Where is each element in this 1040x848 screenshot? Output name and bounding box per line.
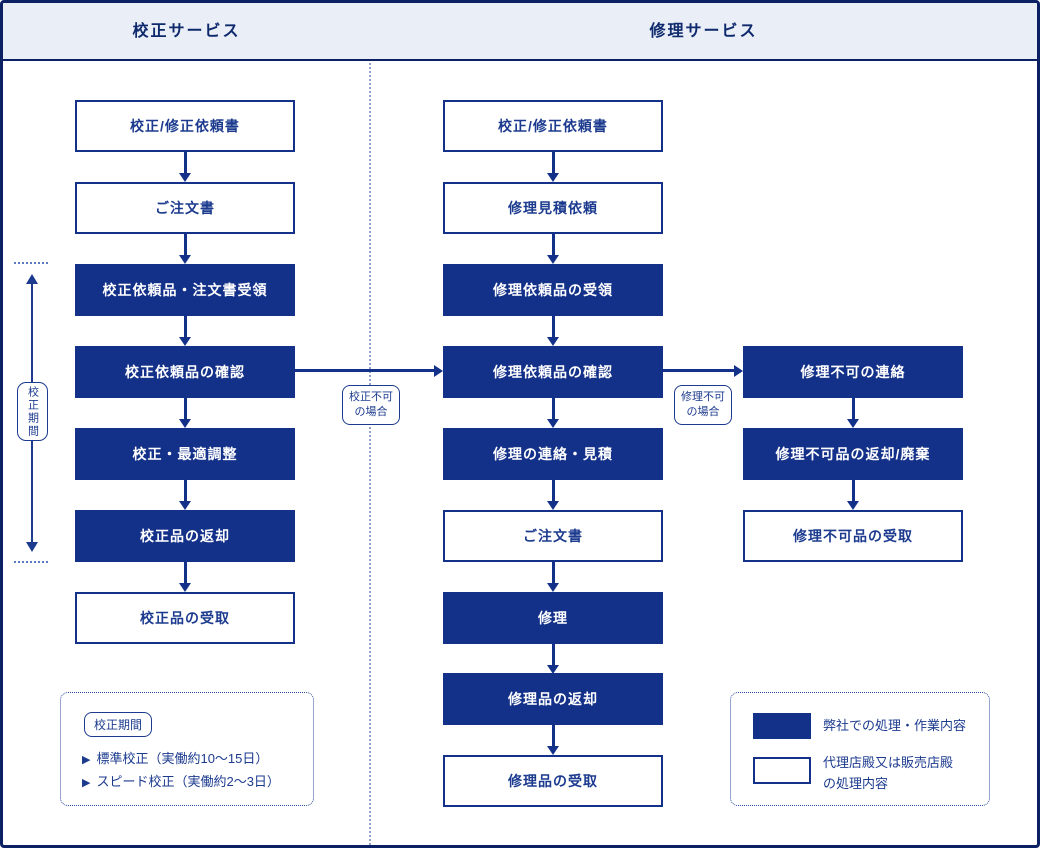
box-repair-item-check: 修理依頼品の確認 (443, 346, 663, 398)
box-repaired-item-pickup: 修理品の受取 (443, 755, 663, 807)
legend-outline-label-line: 代理店殿又は販売店殿 (823, 755, 954, 770)
box-repair-impossible-pickup: 修理不可品の受取 (743, 510, 963, 562)
triangle-bullet-icon: ▶ (82, 754, 91, 766)
arrow-down-icon (179, 316, 191, 346)
calibration-period-options: ▶ 標準校正（実働約10〜15日） ▶ スピード校正（実働約2〜3日） (82, 748, 280, 794)
arrow-down-icon (547, 316, 559, 346)
arrow-down-icon (179, 234, 191, 264)
arrow-down-icon (547, 398, 559, 428)
arrow-down-icon (179, 480, 191, 510)
arrow-down-icon (847, 480, 859, 510)
arrow-down-icon (179, 398, 191, 428)
condition-label-line: の場合 (686, 405, 720, 418)
box-calibrated-item-pickup: 校正品の受取 (75, 592, 295, 644)
box-calibration-order-form: ご注文書 (75, 182, 295, 234)
box-repaired-item-return: 修理品の返却 (443, 673, 663, 725)
box-calibration-request-form: 校正/修正依頼書 (75, 100, 295, 152)
box-repair-impossible-notice: 修理不可の連絡 (743, 346, 963, 398)
box-calibration-item-check: 校正依頼品の確認 (75, 346, 295, 398)
box-repair-impossible-return-disposal: 修理不可品の返却/廃棄 (743, 428, 963, 480)
condition-label-line: 校正不可 (349, 391, 393, 403)
calibration-period-info-panel: 校正期間 ▶ 標準校正（実働約10〜15日） ▶ スピード校正（実働約2〜3日） (60, 692, 314, 806)
arrow-down-icon (547, 234, 559, 264)
condition-label-line: 修理不可 (681, 391, 725, 403)
arrow-down-icon (847, 398, 859, 428)
condition-label-line: の場合 (354, 405, 388, 418)
legend-outline-label: 代理店殿又は販売店殿 の処理内容 (823, 752, 953, 794)
box-calibrated-item-return: 校正品の返却 (75, 510, 295, 562)
legend-outline-label-line: の処理内容 (823, 776, 889, 791)
arrow-down-icon (179, 562, 191, 592)
box-repair-item-receipt: 修理依頼品の受領 (443, 264, 663, 316)
period-start-dotted-line (14, 262, 48, 264)
speed-calibration-text: スピード校正（実働約2〜3日） (96, 774, 280, 789)
triangle-bullet-icon: ▶ (82, 777, 91, 789)
speed-calibration-item: ▶ スピード校正（実働約2〜3日） (82, 771, 280, 794)
box-repair: 修理 (443, 592, 663, 644)
standard-calibration-text: 標準校正（実働約10〜15日） (96, 751, 269, 766)
box-repair-contact-estimate: 修理の連絡・見積 (443, 428, 663, 480)
legend-filled-swatch (753, 713, 811, 739)
arrow-down-icon (547, 725, 559, 755)
legend-panel: 弊社での処理・作業内容 代理店殿又は販売店殿 の処理内容 (730, 692, 990, 806)
period-end-dotted-line (14, 561, 48, 563)
calibration-period-chip: 校正期間 (84, 712, 153, 737)
arrow-down-icon (547, 644, 559, 674)
arrow-down-icon (26, 542, 38, 552)
arrow-down-icon (547, 562, 559, 592)
legend-filled-label: 弊社での処理・作業内容 (823, 718, 967, 733)
box-repair-estimate-request: 修理見積依頼 (443, 182, 663, 234)
calibration-period-vertical-label: 校正期間 (17, 382, 48, 441)
arrow-right-icon (663, 364, 743, 377)
standard-calibration-item: ▶ 標準校正（実働約10〜15日） (82, 748, 280, 771)
calibration-service-title: 校正サービス (132, 23, 241, 40)
diagram-header: 校正サービス 修理サービス (3, 3, 1037, 61)
box-calibration-adjustment: 校正・最適調整 (75, 428, 295, 480)
box-calibration-item-order-receipt: 校正依頼品・注文書受領 (75, 264, 295, 316)
arrow-down-icon (547, 480, 559, 510)
arrow-down-icon (547, 152, 559, 182)
arrow-down-icon (179, 152, 191, 182)
arrow-up-icon (26, 274, 38, 284)
repair-service-title: 修理サービス (649, 23, 758, 40)
box-repair-order-form: ご注文書 (443, 510, 663, 562)
legend-outline-swatch (753, 757, 811, 784)
condition-label-calibration-impossible: 校正不可 の場合 (342, 385, 400, 425)
box-repair-request-form: 校正/修正依頼書 (443, 100, 663, 152)
condition-label-repair-impossible: 修理不可 の場合 (674, 385, 732, 425)
arrow-right-icon (295, 364, 443, 377)
